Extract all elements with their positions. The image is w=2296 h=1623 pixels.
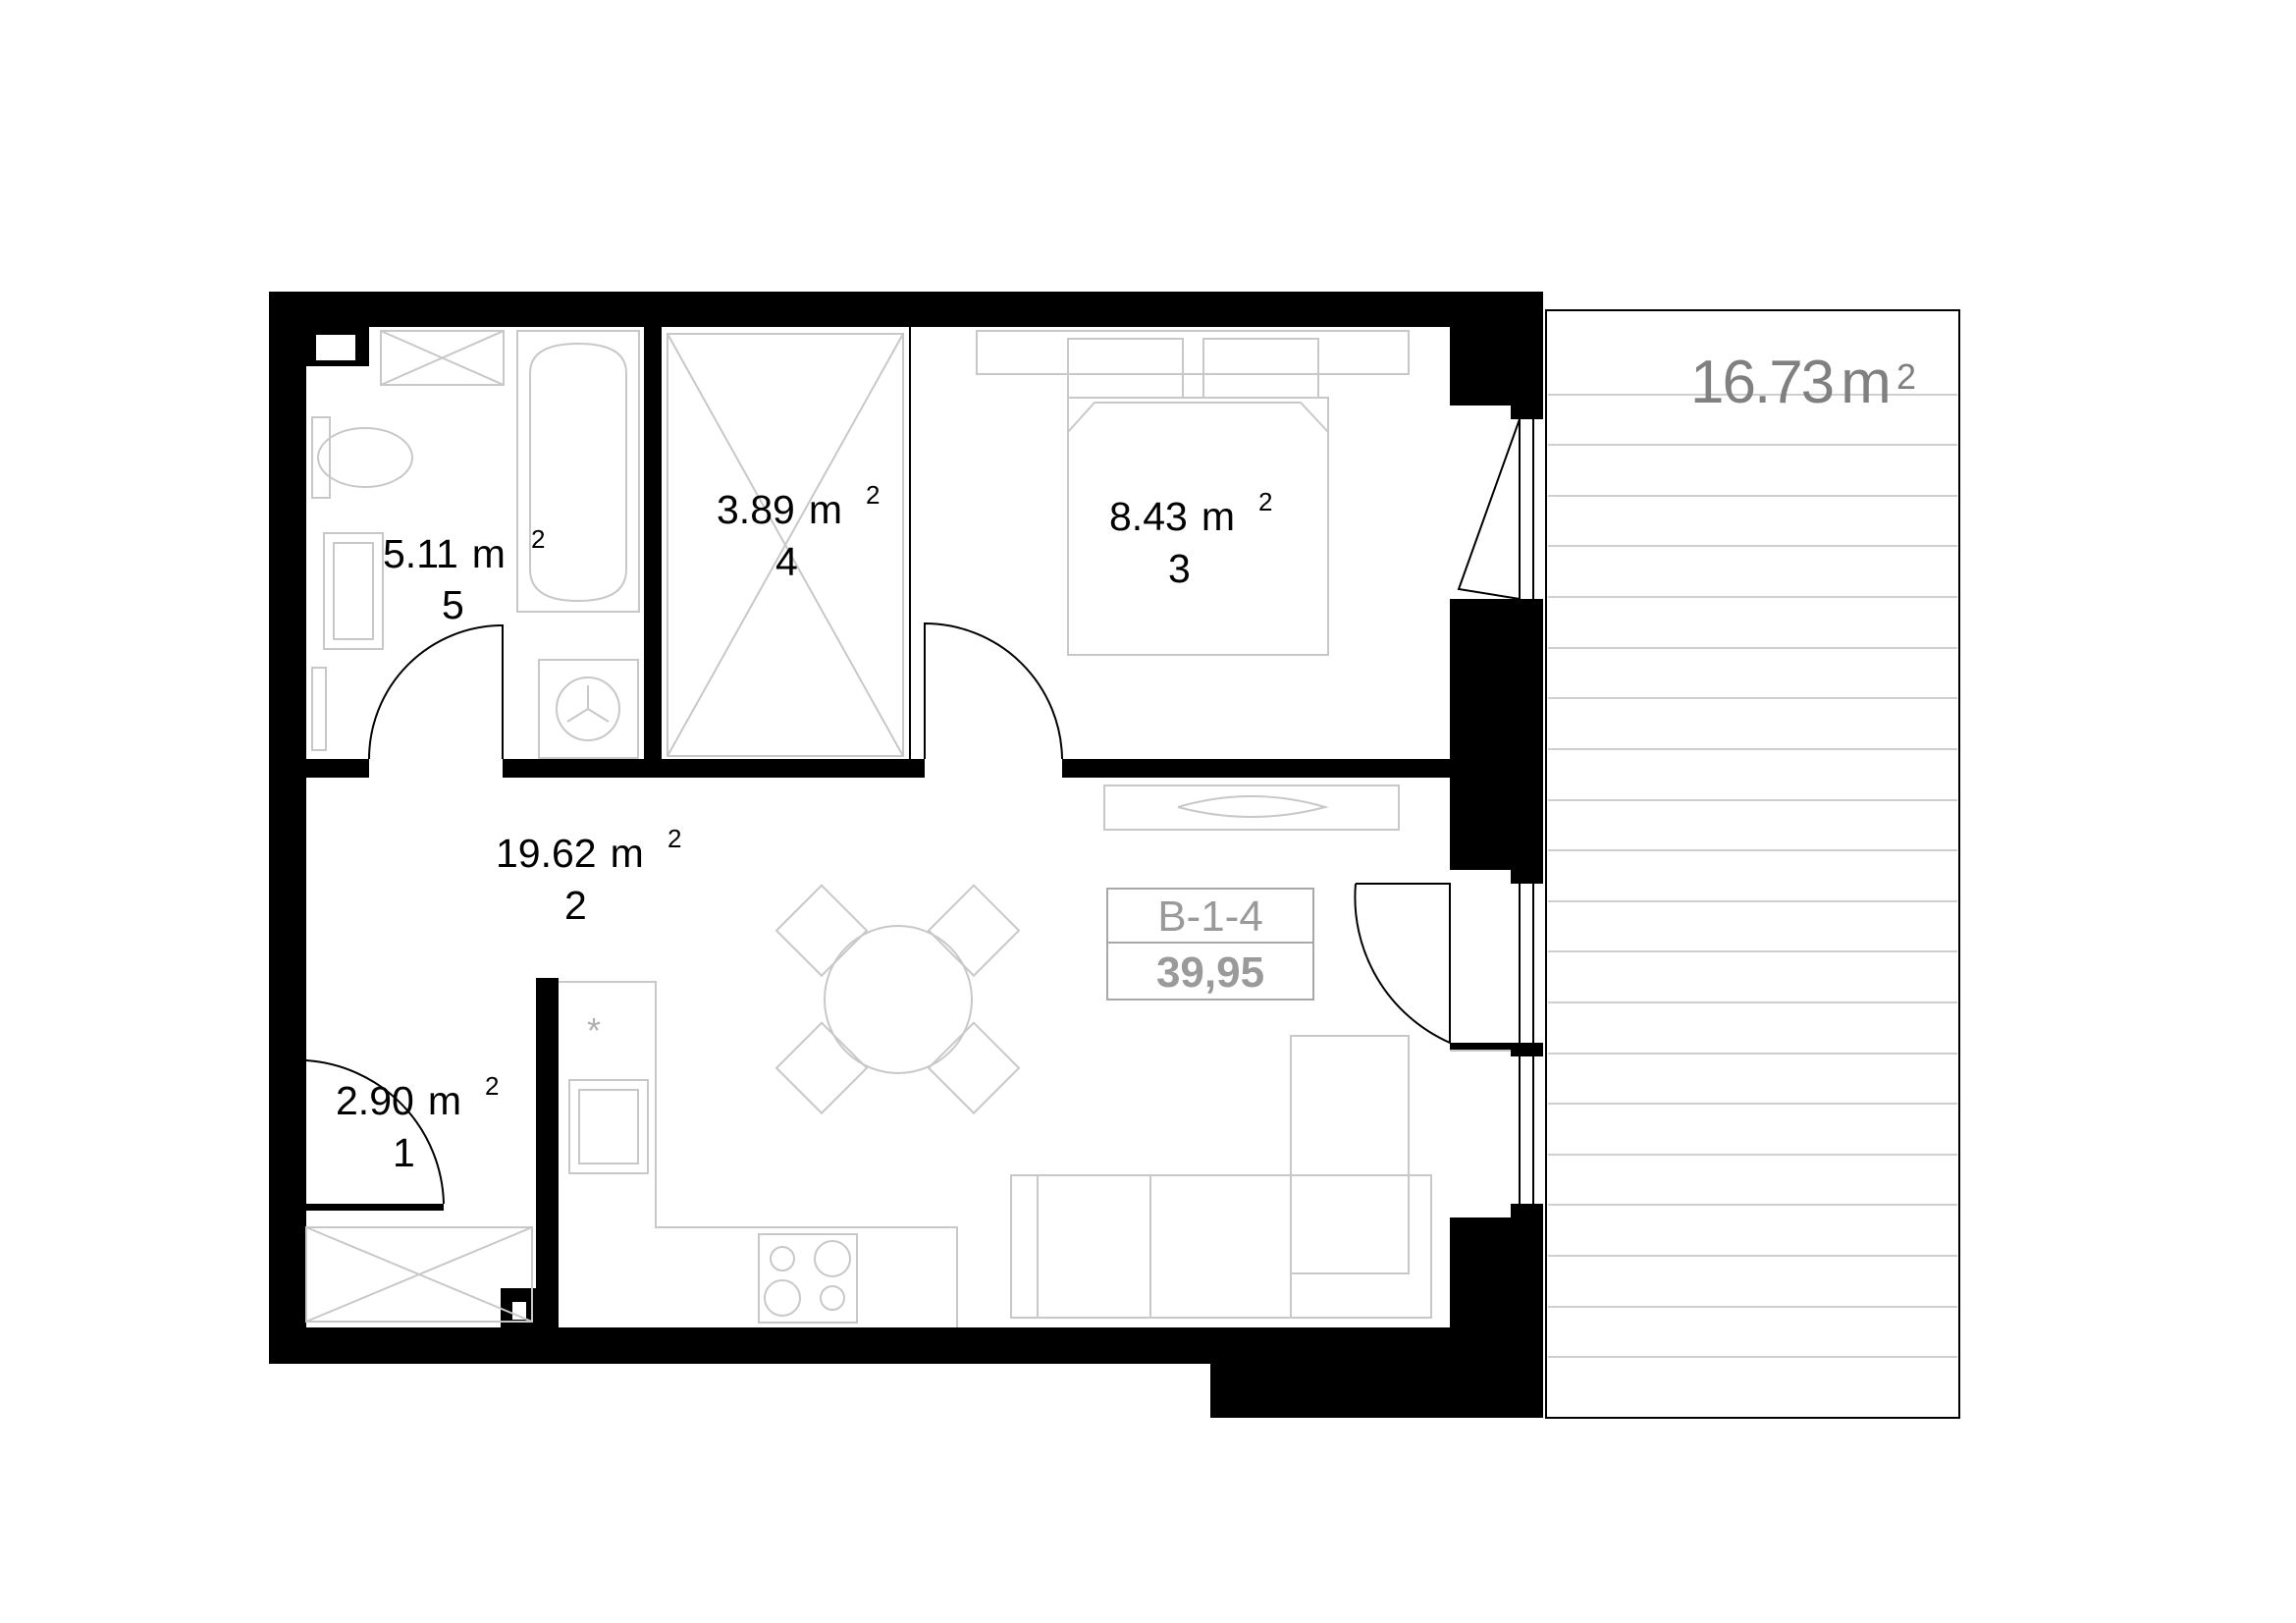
svg-text:4: 4 (775, 539, 798, 584)
svg-text:2.90m: 2.90m (336, 1078, 461, 1123)
kitchen-fixtures: * (559, 981, 958, 1327)
closet-fixtures (305, 1226, 533, 1323)
unit-tag: B-1-4 39,95 (1106, 888, 1314, 1001)
door-bathroom (368, 623, 504, 760)
svg-text:*: * (587, 1010, 601, 1051)
unit-total-area: 39,95 (1156, 948, 1264, 997)
bathroom-fixtures (311, 330, 640, 759)
door-bedroom (924, 622, 1063, 760)
svg-text:8.43m: 8.43m (1109, 494, 1235, 539)
svg-text:1: 1 (393, 1130, 415, 1175)
balcony-area-superscript: 2 (1896, 356, 1916, 397)
svg-text:2: 2 (866, 480, 880, 510)
doors (305, 418, 1534, 1205)
svg-text:5.11m: 5.11m (383, 531, 506, 576)
svg-text:2: 2 (485, 1071, 499, 1101)
dining-furniture (774, 884, 1021, 1115)
svg-text:2: 2 (531, 524, 545, 554)
window-living (1450, 884, 1534, 1204)
svg-text:2: 2 (564, 883, 587, 928)
door-balcony (1354, 883, 1451, 1045)
unit-code: B-1-4 (1157, 893, 1263, 941)
svg-text:3: 3 (1168, 546, 1191, 591)
svg-text:3.89m: 3.89m (717, 487, 842, 532)
door-closet (305, 1059, 445, 1205)
svg-text:2: 2 (667, 824, 681, 853)
living-furniture (1010, 1035, 1432, 1319)
walls (269, 292, 1543, 1418)
svg-text:5: 5 (442, 582, 464, 627)
bedroom-furniture (976, 330, 1410, 831)
window-bedroom (1457, 418, 1534, 600)
svg-text:19.62m: 19.62m (496, 831, 644, 876)
svg-text:2: 2 (1258, 487, 1272, 516)
balcony-decking-lines (1548, 394, 1957, 1358)
wardrobe-fixtures (667, 333, 904, 757)
